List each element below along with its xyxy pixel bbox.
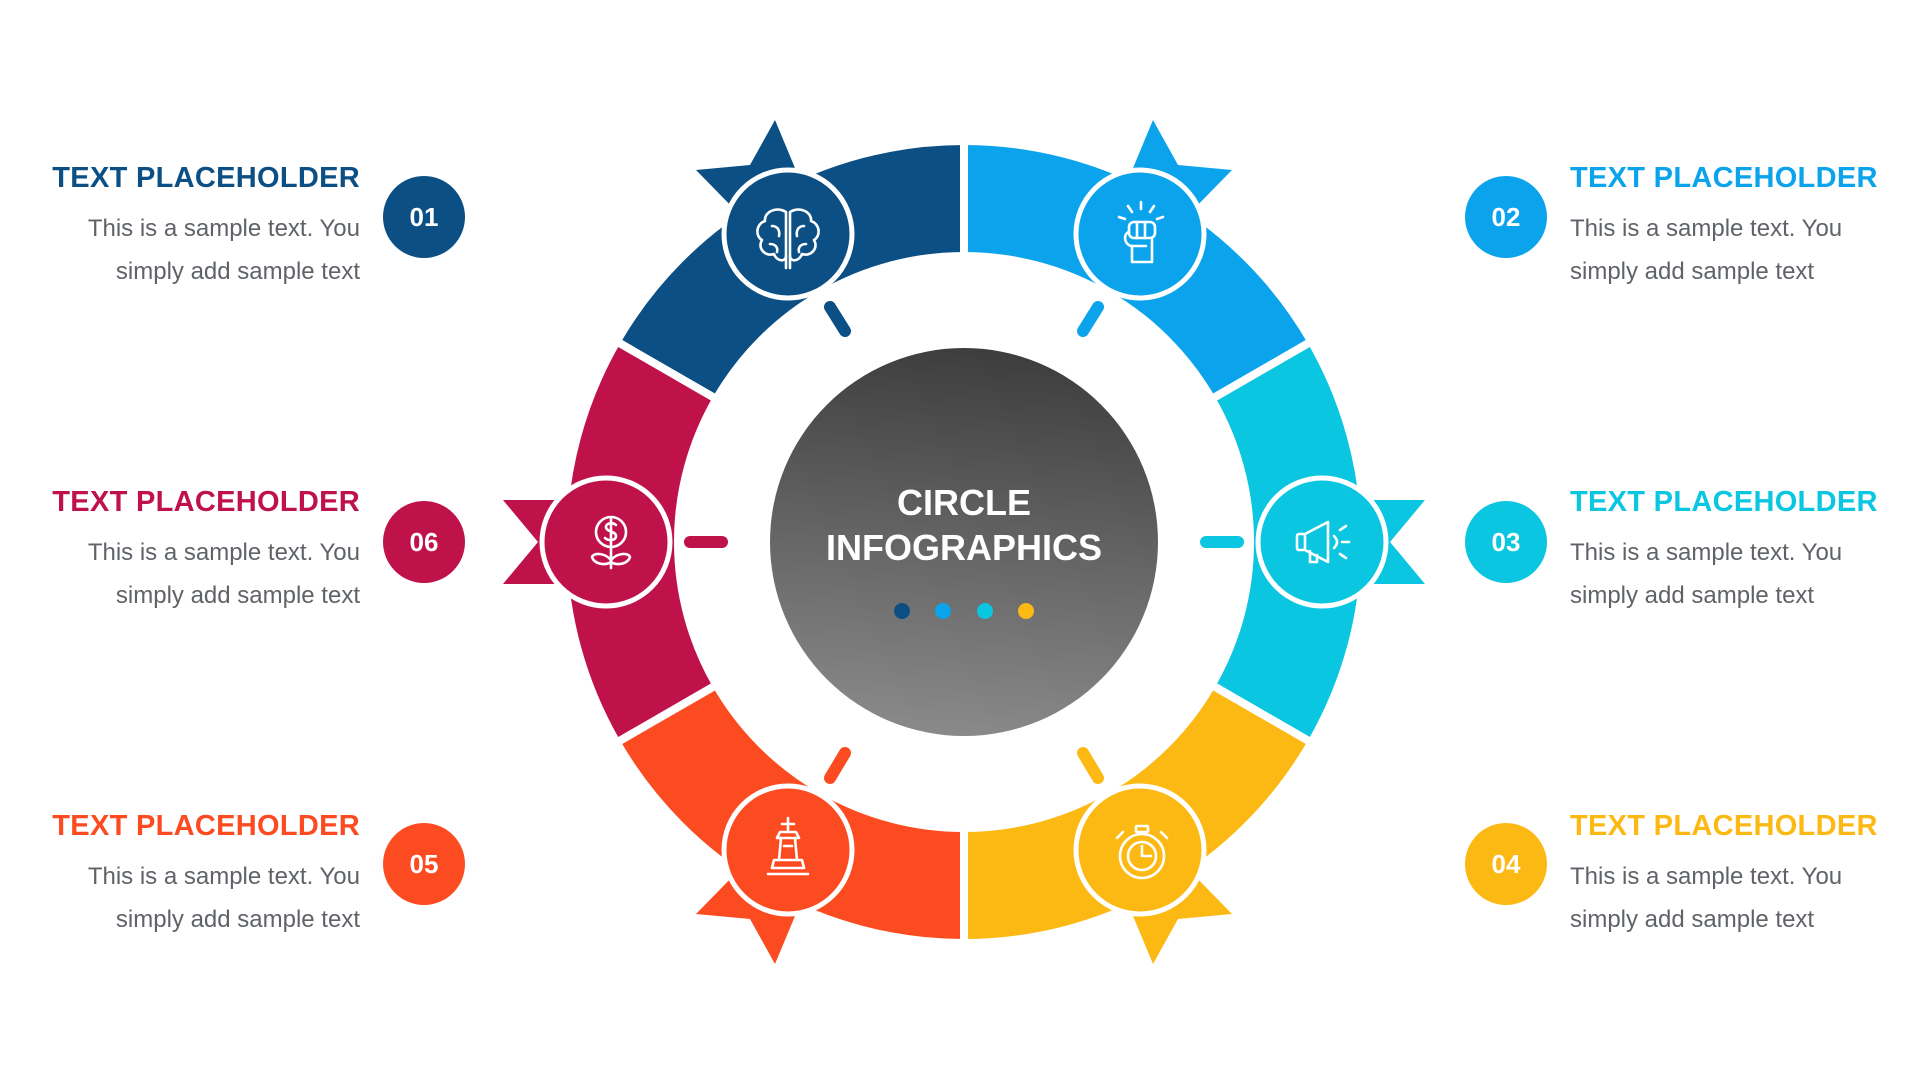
step-03-title: TEXT PLACEHOLDER [1570, 486, 1878, 518]
step-02-title: TEXT PLACEHOLDER [1570, 162, 1878, 194]
step-01-number-badge: 01 [383, 176, 465, 258]
step-01-text: TEXT PLACEHOLDER This is a sample text. … [40, 164, 360, 293]
badge-02 [1073, 120, 1232, 301]
center-dot-4 [1018, 603, 1034, 619]
step-05-number-badge: 05 [383, 823, 465, 905]
center-dots [894, 603, 1034, 619]
stopwatch-icon [1115, 824, 1169, 880]
badge-05 [696, 783, 855, 964]
center-dot-3 [977, 603, 993, 619]
badge-03 [1255, 475, 1425, 609]
step-06-text: TEXT PLACEHOLDER This is a sample text. … [40, 488, 360, 617]
step-04-body: This is a sample text. You simply add sa… [1570, 863, 1843, 933]
step-02-body: This is a sample text. You simply add sa… [1570, 215, 1843, 285]
center-title: CIRCLE INFOGRAPHICS [778, 480, 1150, 570]
chess-king-icon [766, 816, 810, 876]
center-circle [770, 348, 1158, 736]
step-03-body: This is a sample text. You simply add sa… [1570, 539, 1843, 609]
step-04-text: TEXT PLACEHOLDER This is a sample text. … [1570, 812, 1890, 941]
badge-04 [1073, 783, 1232, 964]
step-06-body: This is a sample text. You simply add sa… [87, 539, 360, 609]
raised-fist-icon [1117, 200, 1165, 264]
step-05-title: TEXT PLACEHOLDER [52, 810, 360, 842]
brain-icon [756, 208, 820, 270]
step-01-body: This is a sample text. You simply add sa… [87, 215, 360, 285]
step-05-body: This is a sample text. You simply add sa… [87, 863, 360, 933]
center-dot-2 [935, 603, 951, 619]
step-01-title: TEXT PLACEHOLDER [52, 162, 360, 194]
tick-04 [1077, 747, 1104, 784]
step-02-number-badge: 02 [1465, 176, 1547, 258]
tick-02 [1077, 301, 1104, 337]
tick-01 [824, 301, 851, 337]
badge-01 [696, 120, 855, 301]
step-05-text: TEXT PLACEHOLDER This is a sample text. … [40, 812, 360, 941]
megaphone-icon [1295, 520, 1351, 564]
step-06-number-badge: 06 [383, 501, 465, 583]
step-03-text: TEXT PLACEHOLDER This is a sample text. … [1570, 488, 1890, 617]
step-03-number-badge: 03 [1465, 501, 1547, 583]
step-04-title: TEXT PLACEHOLDER [1570, 810, 1878, 842]
step-06-title: TEXT PLACEHOLDER [52, 486, 360, 518]
tick-05 [824, 747, 851, 784]
step-02-text: TEXT PLACEHOLDER This is a sample text. … [1570, 164, 1890, 293]
badge-06 [503, 475, 673, 609]
step-04-number-badge: 04 [1465, 823, 1547, 905]
center-title-line2: INFOGRAPHICS [825, 527, 1102, 568]
center-dot-1 [894, 603, 910, 619]
center-title-line1: CIRCLE [897, 482, 1031, 523]
money-plant-icon [590, 515, 632, 570]
